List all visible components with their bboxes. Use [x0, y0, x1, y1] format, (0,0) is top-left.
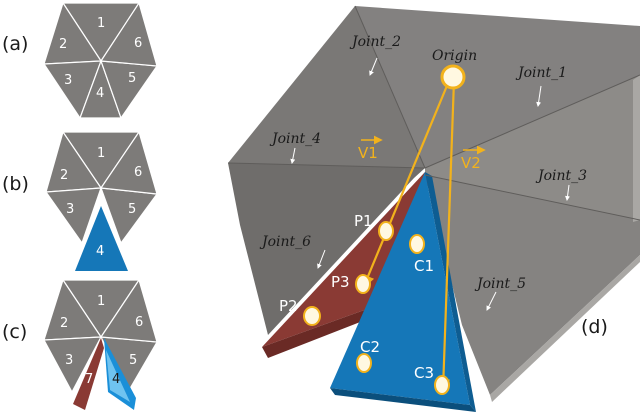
c1-label: C1: [414, 257, 434, 275]
joint-1-label: Joint_1: [515, 65, 567, 81]
panel-a-triangle-6: [99, 1, 158, 67]
origin-marker: [440, 64, 466, 90]
panel-c-triangle-3: [43, 336, 103, 394]
p3-label: P3: [331, 273, 350, 291]
vector-v1-arrow: [361, 75, 453, 289]
panel-a-num-3: 3: [64, 73, 72, 88]
panel-c-triangle-4: [104, 338, 136, 410]
vector-v2-label-group: V2: [461, 145, 486, 172]
p1-label: P1: [354, 212, 373, 230]
panel-b-num-2: 2: [60, 168, 68, 183]
vector-v1-label: V1: [358, 144, 378, 162]
c3-label: C3: [414, 364, 434, 382]
c1-marker: [409, 234, 425, 254]
vector-v2-label: V2: [461, 154, 481, 172]
panel-b-num-3: 3: [66, 202, 74, 217]
joint-6-label: Joint_6: [259, 234, 311, 250]
joint-2-label: Joint_2: [349, 34, 401, 50]
vector-v1-label-group: V1: [358, 135, 383, 162]
c2-marker: [356, 353, 372, 373]
panel-b-num-5: 5: [128, 202, 136, 217]
panel-c: (c) 1 2 3 7 4 5 6: [2, 278, 158, 410]
panel-a-num-5: 5: [128, 71, 136, 86]
face-left: [228, 163, 425, 335]
panel-b: (b) 1 2 3 4 5 6: [2, 130, 159, 271]
panel-c-num-6: 6: [135, 315, 143, 330]
panel-a: (a) 1 2 3 4 5 6: [2, 1, 159, 120]
joint-4-label: Joint_4: [269, 131, 321, 147]
panel-b-label: (b): [2, 173, 29, 195]
face-top-left: [228, 6, 425, 168]
panel-b-triangle-4: [75, 206, 128, 271]
panel-c-num-3: 3: [65, 353, 73, 368]
panel-d-label: (d): [581, 316, 608, 338]
panel-c-triangle-6: [99, 278, 158, 343]
red-flap-face: [262, 172, 425, 347]
joint-5-label: Joint_5: [474, 276, 526, 292]
p1-marker: [378, 221, 394, 241]
c3-marker: [434, 375, 450, 395]
panel-b-num-1: 1: [97, 146, 105, 161]
vector-v2-arrow: [436, 79, 456, 393]
panel-b-triangle-3: [44, 187, 102, 245]
panel-b-triangle-6: [99, 130, 158, 195]
panel-a-label: (a): [2, 33, 28, 55]
blue-triangle-side: [425, 172, 476, 412]
panel-a-num-1: 1: [97, 16, 105, 31]
c2-label: C2: [360, 338, 380, 356]
panel-d: Joint_2 Joint_1 Joint_4 Joint_3 Joint_6 …: [227, 5, 640, 412]
p2-marker: [303, 306, 321, 326]
panel-c-num-7: 7: [85, 372, 93, 387]
face-right: [425, 75, 640, 220]
panel-b-num-4: 4: [96, 244, 104, 259]
blue-triangle-bottom-edge: [330, 388, 476, 412]
edge-bottom-right: [490, 255, 640, 402]
panel-c-num-1: 1: [97, 294, 105, 309]
face-bottom-right: [425, 175, 640, 395]
face-top-right: [355, 6, 640, 168]
panel-a-num-2: 2: [59, 37, 67, 52]
panel-c-num-2: 2: [60, 316, 68, 331]
panel-c-label: (c): [2, 321, 27, 343]
blue-triangle-face: [330, 172, 470, 405]
p3-marker: [355, 274, 371, 294]
panel-b-num-6: 6: [134, 165, 142, 180]
origin-label: Origin: [432, 48, 477, 64]
edge-right: [633, 75, 640, 222]
crease-lines: [227, 5, 640, 221]
panel-c-num-4: 4: [112, 372, 120, 387]
panel-a-num-6: 6: [134, 36, 142, 51]
panel-c-num-5: 5: [129, 353, 137, 368]
joint-3-label: Joint_3: [535, 168, 587, 184]
joint-pointers: [290, 57, 571, 311]
panel-c-triangle-4-face: [106, 350, 130, 402]
p2-label: P2: [279, 297, 298, 315]
panel-c-triangle-7: [73, 338, 104, 410]
panel-a-num-4: 4: [96, 86, 104, 101]
